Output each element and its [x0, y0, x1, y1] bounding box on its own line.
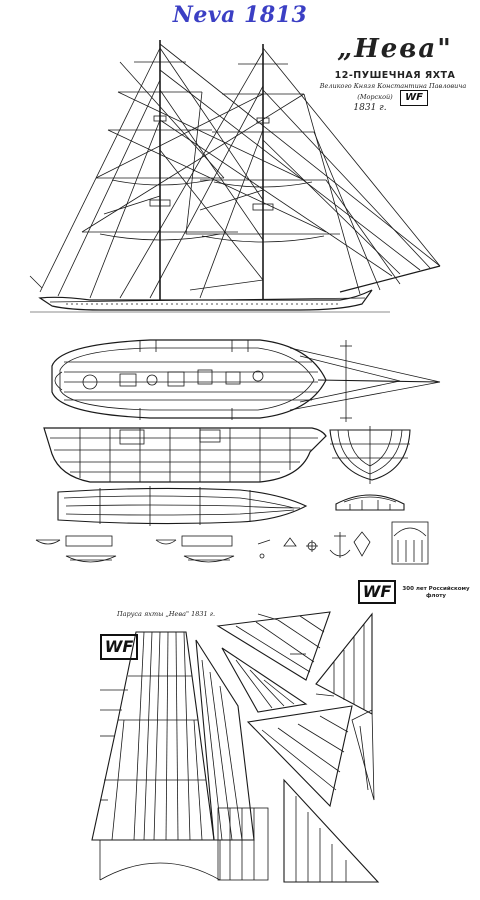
page-title: Neva 1813: [172, 2, 308, 28]
publisher-logo-sail-left: WF: [100, 634, 138, 660]
publisher-logo-top: WF: [400, 90, 428, 106]
ship-type-subtitle: 12-ПУШЕЧНАЯ ЯХТА: [334, 70, 456, 81]
sail-plan-drawing: [91, 611, 380, 883]
publisher-logo-sail-plan: WF: [358, 580, 396, 604]
half-breadth-drawing: [57, 486, 308, 526]
sail-plan-title: Паруса яхты „Нева" 1831 г.: [116, 610, 216, 618]
inboard-profile-drawing: [43, 427, 327, 483]
plan-year: 1831 г.: [353, 103, 387, 113]
publisher-logo-caption: 300 лет Российскому флоту: [402, 586, 470, 599]
body-plan-drawing: [329, 426, 411, 511]
ship-owner-note: (Морской): [357, 93, 393, 101]
deck-plan-drawing: [51, 339, 441, 422]
boats-and-fittings-drawing: [35, 521, 429, 565]
ship-name-cartouche: „Нева": [337, 34, 453, 64]
side-profile-drawing: [29, 40, 441, 313]
ship-owner-line: Великого Князя Константина Павловича: [319, 82, 467, 90]
